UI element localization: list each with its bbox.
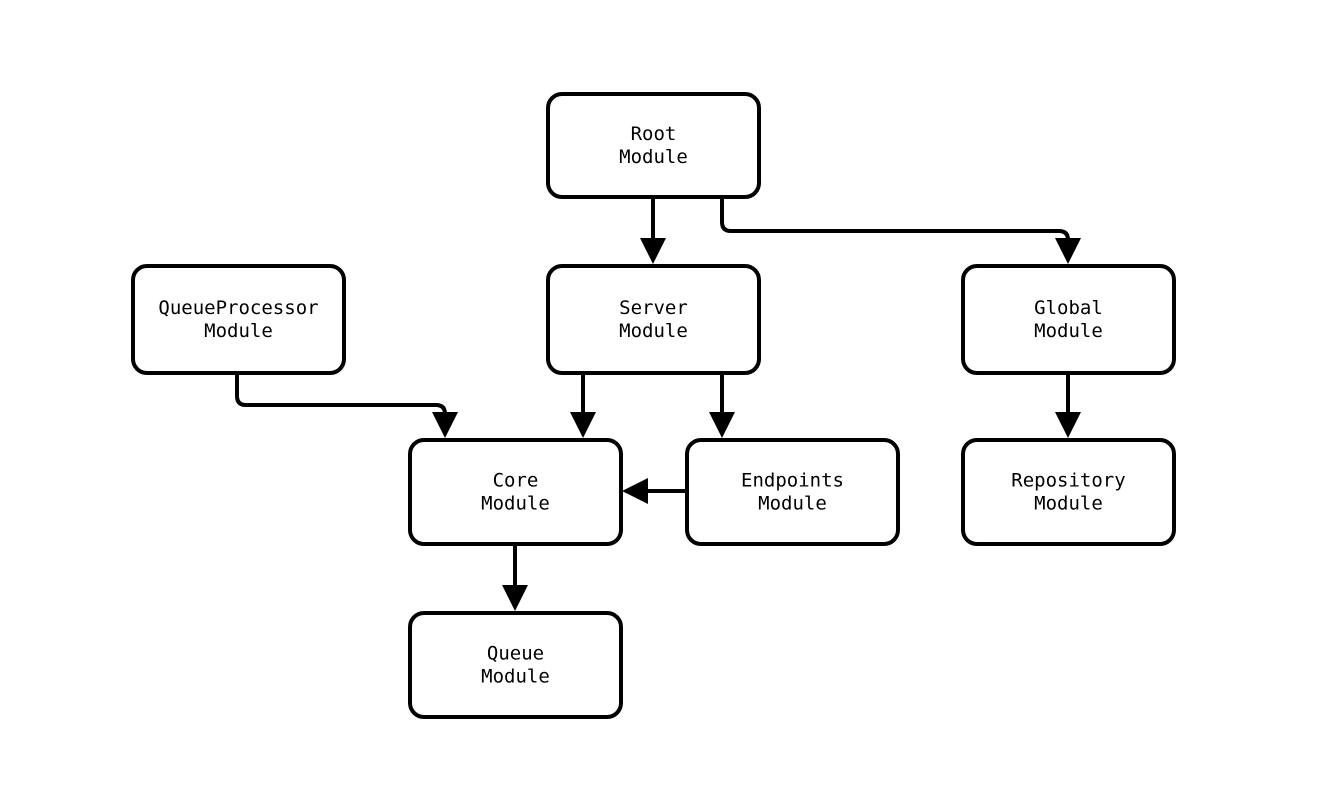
edge-server-to-core-arrowhead <box>570 412 596 438</box>
node-server-module[interactable]: Server Module <box>546 264 761 375</box>
queueprocessor-module-label-line2: Module <box>204 320 273 342</box>
core-module-box[interactable] <box>408 438 623 546</box>
repository-module-label-line1: Repository <box>1011 470 1125 492</box>
root-module-box[interactable] <box>546 92 761 199</box>
node-layer: Root Module QueueProcessor Module Server… <box>131 92 1176 719</box>
global-module-label-line1: Global <box>1034 297 1103 319</box>
edge-queueprocessor-to-core <box>235 373 458 438</box>
node-queueprocessor-module[interactable]: QueueProcessor Module <box>131 264 346 375</box>
node-queue-module[interactable]: Queue Module <box>408 611 623 719</box>
endpoints-module-box[interactable] <box>685 438 900 546</box>
edge-queueprocessor-to-core-arrowhead <box>432 412 458 438</box>
server-module-label-line2: Module <box>619 320 688 342</box>
global-module-box[interactable] <box>961 264 1176 375</box>
edge-root-to-global-arrowhead <box>1055 238 1081 264</box>
edge-root-to-global <box>720 197 1081 264</box>
edge-layer <box>235 197 1081 611</box>
queue-module-box[interactable] <box>408 611 623 719</box>
edge-endpoints-to-core <box>622 478 687 504</box>
server-module-label-line1: Server <box>619 297 688 319</box>
edge-root-to-server-arrowhead <box>640 238 666 264</box>
queueprocessor-module-label-line1: QueueProcessor <box>158 297 318 319</box>
core-module-label-line2: Module <box>481 493 550 515</box>
edge-queueprocessor-to-core-line <box>235 373 447 417</box>
server-module-box[interactable] <box>546 264 761 375</box>
edge-endpoints-to-core-arrowhead <box>622 478 648 504</box>
edge-global-to-repository-arrowhead <box>1055 412 1081 438</box>
node-repository-module[interactable]: Repository Module <box>961 438 1176 546</box>
repository-module-label-line2: Module <box>1034 493 1103 515</box>
endpoints-module-label-line1: Endpoints <box>741 470 844 492</box>
node-core-module[interactable]: Core Module <box>408 438 623 546</box>
endpoints-module-label-line2: Module <box>758 493 827 515</box>
edge-global-to-repository <box>1055 373 1081 438</box>
node-global-module[interactable]: Global Module <box>961 264 1176 375</box>
edge-server-to-endpoints-arrowhead <box>709 412 735 438</box>
queueprocessor-module-box[interactable] <box>131 264 346 375</box>
repository-module-box[interactable] <box>961 438 1176 546</box>
node-endpoints-module[interactable]: Endpoints Module <box>685 438 900 546</box>
edge-server-to-core <box>570 373 596 438</box>
root-module-label-line1: Root <box>631 123 677 145</box>
queue-module-label-line1: Queue <box>487 643 544 665</box>
edge-core-to-queue-arrowhead <box>502 585 528 611</box>
queue-module-label-line2: Module <box>481 666 550 688</box>
edge-root-to-server <box>640 197 666 264</box>
edge-core-to-queue <box>502 544 528 611</box>
root-module-label-line2: Module <box>619 146 688 168</box>
edge-server-to-endpoints <box>709 373 735 438</box>
global-module-label-line2: Module <box>1034 320 1103 342</box>
edge-root-to-global-line <box>720 197 1070 242</box>
core-module-label-line1: Core <box>493 470 539 492</box>
node-root-module[interactable]: Root Module <box>546 92 761 199</box>
